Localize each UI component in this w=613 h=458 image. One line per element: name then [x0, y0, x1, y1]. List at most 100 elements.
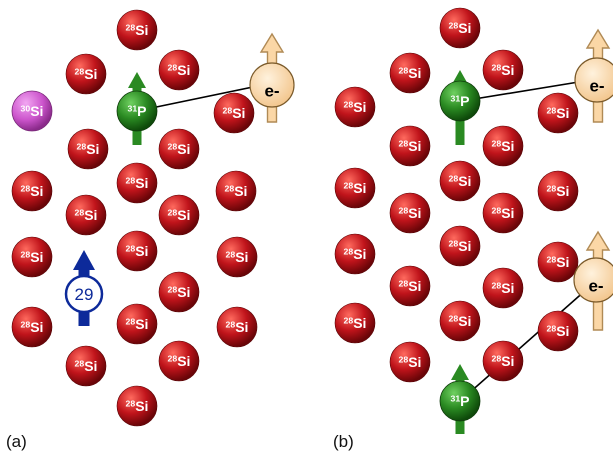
si28-label: 28Si: [75, 358, 98, 374]
si28-atom: 28Si: [116, 230, 158, 272]
si28-atom: 28Si: [537, 170, 579, 212]
panel-label-a: (a): [6, 432, 27, 451]
si28-label: 28Si: [344, 180, 367, 196]
si28-label: 28Si: [399, 205, 422, 221]
si28-atom: 28Si: [389, 341, 431, 383]
electron-label: e-: [589, 77, 604, 96]
si28-atom: 28Si: [537, 241, 579, 283]
si28-label: 28Si: [492, 280, 515, 296]
si28-atom: 28Si: [389, 265, 431, 307]
si28-atom: 28Si: [116, 303, 158, 345]
si28-label: 28Si: [492, 138, 515, 154]
si28-label: 28Si: [77, 141, 100, 157]
si28-atom: 28Si: [65, 53, 107, 95]
si28-atom: 28Si: [158, 49, 200, 91]
si28-atom: 28Si: [482, 267, 524, 309]
si28-label: 28Si: [547, 183, 570, 199]
si28-label: 28Si: [223, 105, 246, 121]
si28-label: 28Si: [547, 254, 570, 270]
si28-label: 28Si: [399, 278, 422, 294]
si28-label: 28Si: [126, 398, 149, 414]
si28-label: 28Si: [126, 316, 149, 332]
si28-label: 28Si: [168, 284, 191, 300]
si28-atom: 28Si: [439, 7, 481, 49]
si28-atom: 28Si: [439, 300, 481, 342]
si28-label: 28Si: [168, 353, 191, 369]
si28-atom: 28Si: [389, 192, 431, 234]
electron-atom: e-: [574, 57, 613, 103]
si28-atom: 28Si: [482, 192, 524, 234]
si28-label: 28Si: [126, 243, 149, 259]
si28-atom: 28Si: [65, 345, 107, 387]
si28-atom: 28Si: [158, 271, 200, 313]
si28-atom: 28Si: [11, 170, 53, 212]
electron-label: e-: [588, 277, 603, 296]
si28-label: 28Si: [492, 353, 515, 369]
si28-atom: 28Si: [334, 167, 376, 209]
si30-atom: 30Si: [11, 90, 53, 132]
si28-label: 28Si: [168, 141, 191, 157]
si28-label: 28Si: [492, 62, 515, 78]
si28-atom: 28Si: [116, 9, 158, 51]
p31-label: 31P: [451, 93, 470, 109]
si28-atom: 28Si: [158, 194, 200, 236]
si28-label: 28Si: [449, 238, 472, 254]
si28-atom: 28Si: [439, 225, 481, 267]
p31-atom: 31P: [116, 90, 158, 132]
si28-label: 28Si: [226, 249, 249, 265]
si28-label: 28Si: [492, 205, 515, 221]
si29-label: 29: [75, 285, 94, 304]
si28-label: 28Si: [399, 354, 422, 370]
si28-atom: 28Si: [439, 160, 481, 202]
si28-atom: 28Si: [334, 302, 376, 344]
si29-atom: 29: [64, 274, 104, 314]
si28-atom: 28Si: [116, 162, 158, 204]
si28-atom: 28Si: [116, 385, 158, 427]
si28-label: 28Si: [21, 249, 44, 265]
si28-atom: 28Si: [213, 92, 255, 134]
p31-label: 31P: [128, 103, 147, 119]
si28-label: 28Si: [449, 173, 472, 189]
si28-label: 28Si: [21, 183, 44, 199]
si28-label: 28Si: [449, 20, 472, 36]
si28-atom: 28Si: [67, 128, 109, 170]
si28-atom: 28Si: [482, 49, 524, 91]
si28-label: 28Si: [168, 207, 191, 223]
si28-label: 28Si: [344, 315, 367, 331]
electron-atom: e-: [249, 62, 295, 108]
si28-label: 28Si: [126, 22, 149, 38]
si28-label: 28Si: [126, 175, 149, 191]
si28-label: 28Si: [344, 99, 367, 115]
si28-label: 28Si: [75, 66, 98, 82]
si28-label: 28Si: [399, 65, 422, 81]
si28-atom: 28Si: [158, 128, 200, 170]
si28-atom: 28Si: [158, 340, 200, 382]
si28-atom: 28Si: [216, 306, 258, 348]
si28-atom: 28Si: [334, 233, 376, 275]
exchange-bond-line: [461, 78, 598, 102]
exchange-bond-line: [459, 281, 596, 402]
si28-label: 28Si: [547, 105, 570, 121]
p31-label: 31P: [451, 393, 470, 409]
si28-atom: 28Si: [482, 340, 524, 382]
si28-atom: 28Si: [11, 236, 53, 278]
atoms: 28Si 28Si 28Si 28Si 28Si 28Si 28Si 28Si 28Si 28Si…: [11, 7, 613, 427]
si28-label: 28Si: [449, 313, 472, 329]
si28-atom: 28Si: [482, 125, 524, 167]
si28-label: 28Si: [21, 319, 44, 335]
si28-atom: 28Si: [334, 86, 376, 128]
panel-label-b: (b): [333, 432, 354, 451]
si28-label: 28Si: [168, 62, 191, 78]
si28-atom: 28Si: [537, 92, 579, 134]
si28-label: 28Si: [399, 138, 422, 154]
electron-label: e-: [264, 82, 279, 101]
p31-atom: 31P: [439, 380, 481, 422]
si28-atom: 28Si: [65, 194, 107, 236]
si28-label: 28Si: [226, 319, 249, 335]
si28-atom: 28Si: [216, 236, 258, 278]
si28-label: 28Si: [75, 207, 98, 223]
exchange-bond-line: [136, 82, 273, 112]
si28-atom: 28Si: [389, 125, 431, 167]
electron-atom: e-: [573, 257, 613, 303]
